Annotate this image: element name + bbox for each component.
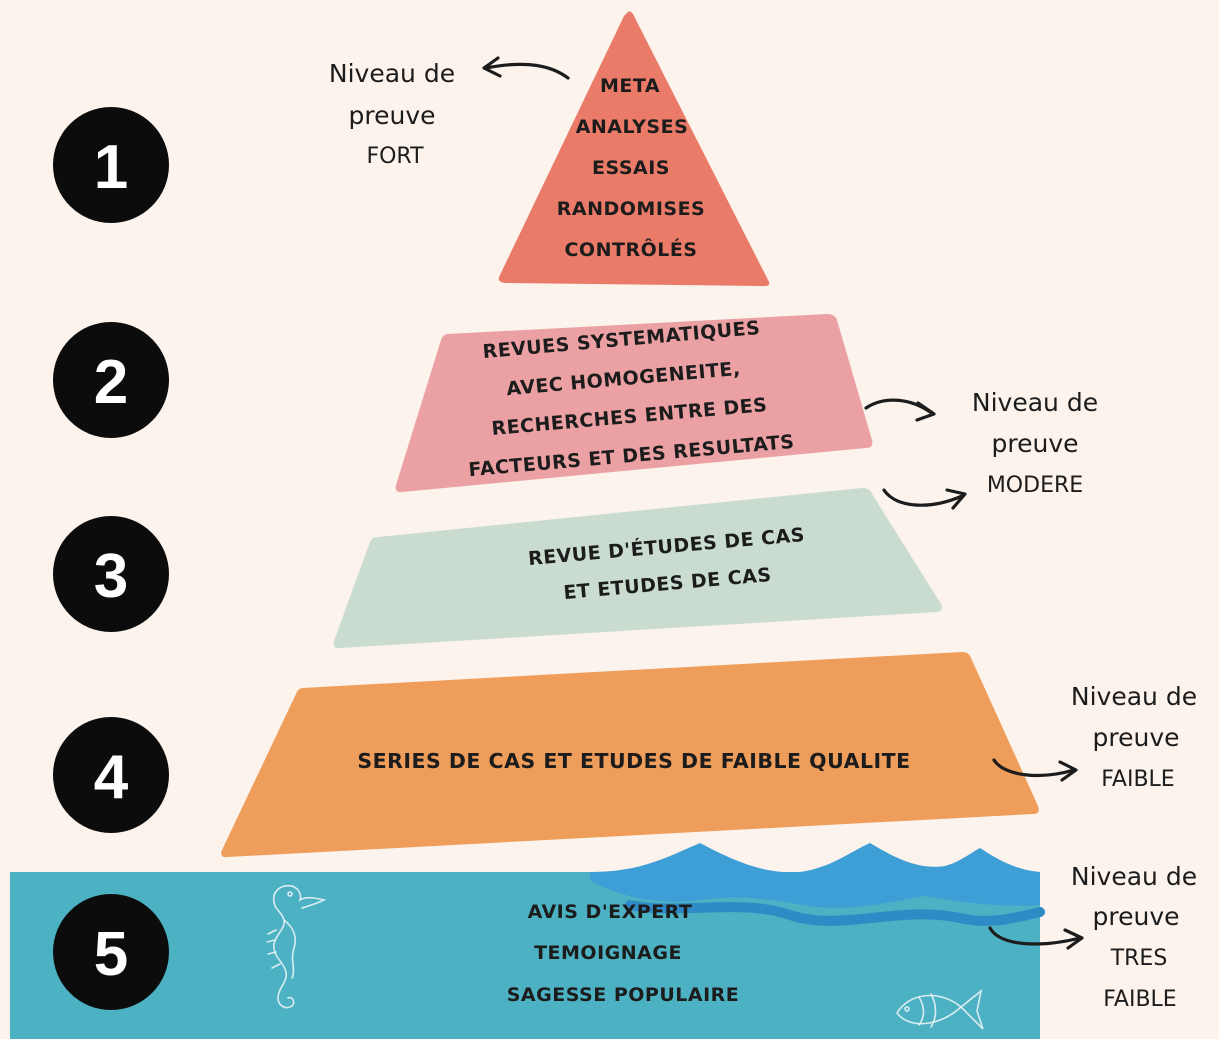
level-2-number: 2: [94, 348, 128, 417]
label-fort-line: FORT: [366, 144, 424, 169]
arrow-tres-faible-head-icon: [1063, 928, 1084, 950]
level-2-trapezoid: [395, 314, 873, 493]
arrow-modere-2-head-icon: [915, 401, 936, 422]
level-4-line: SERIES DE CAS ET ETUDES DE FAIBLE QUALIT…: [357, 749, 910, 773]
level-4-badge: 4: [53, 717, 169, 833]
level-1-badge: 1: [53, 107, 169, 223]
seahorse-icon: [266, 884, 327, 1009]
level-5-badge: 5: [53, 894, 169, 1010]
label-faible: Niveau de preuve FAIBLE: [1071, 682, 1197, 792]
level-1-number: 1: [94, 133, 128, 202]
label-tres-faible-line: preuve: [1093, 902, 1180, 931]
level-2-badge: 2: [53, 322, 169, 438]
wave-line-icon: [625, 900, 1045, 926]
level-5-line: TEMOIGNAGE: [534, 942, 682, 964]
arrow-faible-icon: [992, 758, 1076, 778]
arrow-modere-3-icon: [882, 488, 964, 507]
label-faible-line: preuve: [1093, 723, 1180, 752]
label-tres-faible-line: Niveau de: [1071, 862, 1197, 891]
level-4-number: 4: [94, 743, 129, 812]
level-3-number: 3: [94, 542, 128, 611]
level-1-line: CONTRÔLÉS: [564, 237, 697, 261]
level-3-badge: 3: [53, 516, 169, 632]
level-5-text: AVIS D'EXPERT TEMOIGNAGE SAGESSE POPULAI…: [507, 901, 740, 1006]
arrow-fort-head-icon: [482, 56, 502, 78]
level-5-line: AVIS D'EXPERT: [528, 901, 693, 923]
label-fort: Niveau de preuve FORT: [329, 59, 455, 169]
label-fort-line: preuve: [349, 101, 436, 130]
waves-icon: [590, 843, 1040, 908]
label-fort-line: Niveau de: [329, 59, 455, 88]
level-1-text: META ANALYSES ESSAIS RANDOMISES CONTRÔLÉ…: [557, 75, 705, 261]
label-tres-faible: Niveau de preuve TRES FAIBLE: [1071, 862, 1197, 1012]
level-3-trapezoid: [333, 488, 942, 649]
label-tres-faible-line: FAIBLE: [1103, 987, 1176, 1012]
label-tres-faible-line: TRES: [1110, 946, 1168, 971]
fish-icon: [896, 989, 984, 1030]
arrow-tres-faible-icon: [988, 926, 1082, 946]
level-1-line: ANALYSES: [576, 116, 689, 138]
arrow-modere-3-head-icon: [945, 488, 967, 510]
level-1-line: META: [600, 75, 660, 97]
level-1-line: ESSAIS: [592, 157, 670, 179]
label-modere: Niveau de preuve MODERE: [972, 388, 1098, 498]
label-modere-line: preuve: [992, 429, 1079, 458]
arrow-fort-icon: [484, 62, 570, 80]
level-5-line: SAGESSE POPULAIRE: [507, 984, 740, 1006]
level-5-water: [10, 843, 1045, 1039]
level-1-triangle: [498, 11, 770, 286]
label-modere-line: MODERE: [987, 473, 1083, 498]
arrow-faible-head-icon: [1058, 760, 1078, 782]
level-4-text: SERIES DE CAS ET ETUDES DE FAIBLE QUALIT…: [357, 749, 910, 773]
level-5-number: 5: [94, 920, 128, 989]
label-faible-line: Niveau de: [1071, 682, 1197, 711]
label-modere-line: Niveau de: [972, 388, 1098, 417]
level-1-line: RANDOMISES: [557, 198, 705, 220]
level-4-trapezoid: [221, 652, 1039, 858]
label-faible-line: FAIBLE: [1101, 767, 1174, 792]
